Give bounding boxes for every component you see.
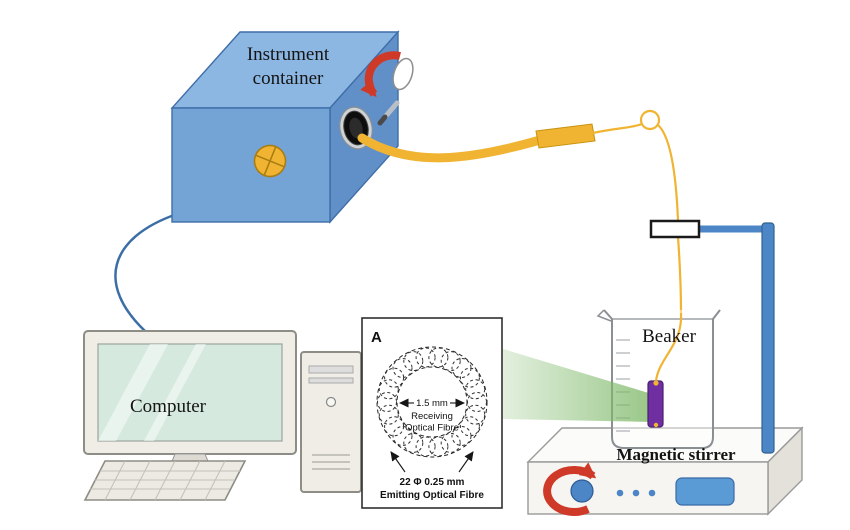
- instrument-container: Instrument container: [170, 30, 414, 224]
- fibre-circle: [428, 436, 449, 457]
- fibre-circle: [465, 379, 486, 400]
- fibre-circle: [378, 379, 399, 400]
- emitting-pointer-right: [458, 451, 474, 473]
- fibre-circle: [392, 358, 413, 378]
- receiving-label-line2: Optical Fibre: [405, 423, 459, 434]
- keyboard-col: [129, 460, 151, 501]
- computer-label: Computer: [130, 396, 207, 417]
- fibre-clamp: [649, 219, 701, 239]
- keyboard-col: [204, 460, 226, 501]
- fibre-cross-section-inset: A 1.5 mm Receiving Optical Fibre 22 Φ 0.…: [361, 317, 503, 509]
- computer: Computer: [83, 330, 362, 501]
- stirrer-indicator-dot: [616, 489, 624, 497]
- fibre-in-beaker: [654, 312, 683, 382]
- emitting-label: Emitting Optical Fibre: [380, 490, 484, 501]
- fibre-tip-dot: [653, 380, 659, 386]
- beaker-label: Beaker: [642, 326, 696, 347]
- fibre-circle: [440, 351, 461, 372]
- stirrer-label: Magnetic stirrer: [616, 445, 736, 464]
- stirrer-indicator-dot: [648, 489, 656, 497]
- emitting-pointer-left: [390, 451, 406, 473]
- stirrer-display: [675, 477, 735, 506]
- instrument-label-line2: container: [253, 68, 324, 89]
- light-beam: [503, 349, 652, 422]
- fibre-circle: [403, 432, 424, 453]
- fibre-circle: [440, 432, 461, 453]
- probe-tip: [647, 380, 664, 428]
- rotation-arrow-stirrer-icon: [543, 462, 597, 516]
- fibre-cabling: [357, 109, 683, 314]
- fibre-cable-thin: [592, 122, 643, 135]
- inset-letter: A: [371, 329, 382, 346]
- fibre-circle: [467, 392, 487, 412]
- screen-glare: [144, 344, 206, 441]
- emitting-spec-label: 22 Φ 0.25 mm: [400, 477, 465, 488]
- magnetic-stirrer: [526, 426, 804, 516]
- tower-drive-slot: [308, 365, 354, 374]
- fibre-loop: [639, 109, 661, 131]
- stirrer-knob: [570, 479, 594, 503]
- adjuster-icon: [377, 100, 400, 126]
- receiving-label-line1: Receiving: [411, 411, 453, 422]
- data-cable: [114, 212, 179, 334]
- fibre-circle: [459, 416, 480, 437]
- fibre-circle: [465, 404, 486, 425]
- optical-port-icon: [253, 144, 287, 178]
- stand-post: [761, 222, 775, 454]
- core-diameter-label: 1.5 mm: [416, 398, 448, 409]
- keyboard-col: [179, 460, 201, 501]
- filter-wheel: [392, 57, 414, 91]
- keyboard-col: [104, 460, 126, 501]
- retort-stand: [649, 219, 775, 454]
- beaker-spout: [596, 309, 612, 322]
- fibre-ring: [377, 347, 487, 457]
- computer-tower: [300, 351, 362, 493]
- fibre-circle: [403, 351, 424, 372]
- fibre-circle: [392, 426, 413, 446]
- fibre-circle: [451, 426, 472, 446]
- screen-glare: [98, 344, 168, 441]
- stirrer-indicator-dot: [632, 489, 640, 497]
- tower-drive-slot: [308, 377, 354, 384]
- fibre-cable-thick: [357, 133, 545, 163]
- fibre-tip-dot: [653, 422, 659, 428]
- inset-panel: [361, 317, 503, 509]
- keyboard-col: [154, 460, 176, 501]
- tower-power-button: [325, 396, 337, 408]
- fibre-circle: [459, 367, 480, 388]
- beaker: Beaker: [503, 309, 721, 449]
- fibre-circle: [377, 392, 397, 412]
- rotation-arrow-instrument-icon: [360, 51, 401, 98]
- fibre-circle: [428, 347, 449, 368]
- fibre-circle: [384, 416, 405, 437]
- fibre-cable-down: [657, 124, 683, 314]
- instrument-label-line1: Instrument: [247, 44, 330, 65]
- fibre-connector: [535, 123, 596, 149]
- fibre-circle: [415, 347, 436, 368]
- fibre-circle: [378, 404, 399, 425]
- instrument-front-face: [171, 107, 331, 223]
- fibre-circle: [415, 436, 436, 457]
